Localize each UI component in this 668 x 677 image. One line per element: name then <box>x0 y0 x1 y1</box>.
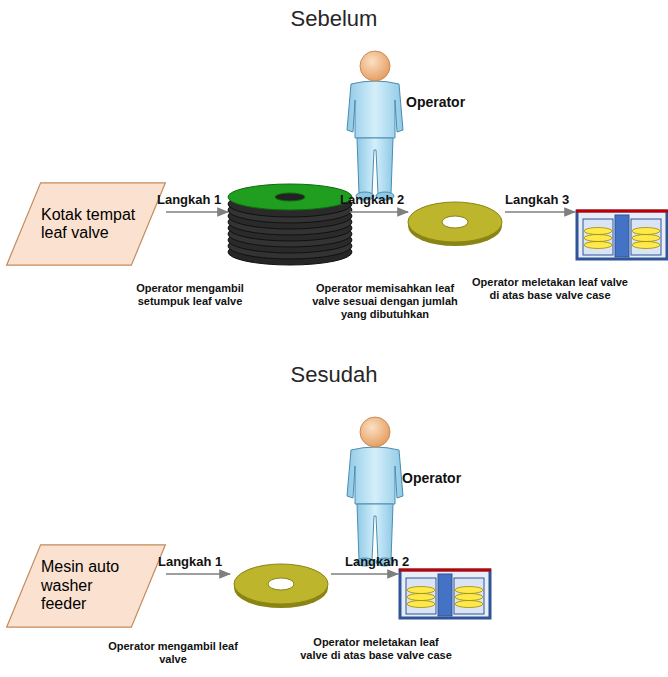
step-label: Langkah 1 <box>158 554 238 570</box>
step-label: Langkah 2 <box>345 554 425 570</box>
step-caption: Operator mengambil setumpuk leaf valve <box>115 282 265 308</box>
figure-label: Operator <box>406 94 496 111</box>
step-caption: Operator meletakan leaf valve di atas ba… <box>470 276 630 302</box>
source-parallelogram: Mesin auto washer feeder <box>5 544 167 628</box>
step-caption: Operator mengambil leaf valve <box>108 640 238 666</box>
section-title: Sesudah <box>184 362 484 388</box>
section-title: Sebelum <box>184 6 484 32</box>
source-parallelogram: Kotak tempat leaf valve <box>5 182 167 266</box>
step-caption: Operator meletakan leaf valve di atas ba… <box>300 636 452 662</box>
node-label: Kotak tempat leaf valve <box>41 206 137 243</box>
figure-label: Operator <box>402 470 492 487</box>
node-text: Mesin auto washer feeder <box>41 550 137 621</box>
step-label: Langkah 2 <box>340 192 420 208</box>
node-label: Mesin auto washer feeder <box>41 558 137 613</box>
node-text: Kotak tempat leaf valve <box>41 198 137 251</box>
step-label: Langkah 3 <box>505 192 585 208</box>
step-caption: Operator memisahkan leaf valve sesuai de… <box>310 282 460 322</box>
step-label: Langkah 1 <box>157 192 237 208</box>
